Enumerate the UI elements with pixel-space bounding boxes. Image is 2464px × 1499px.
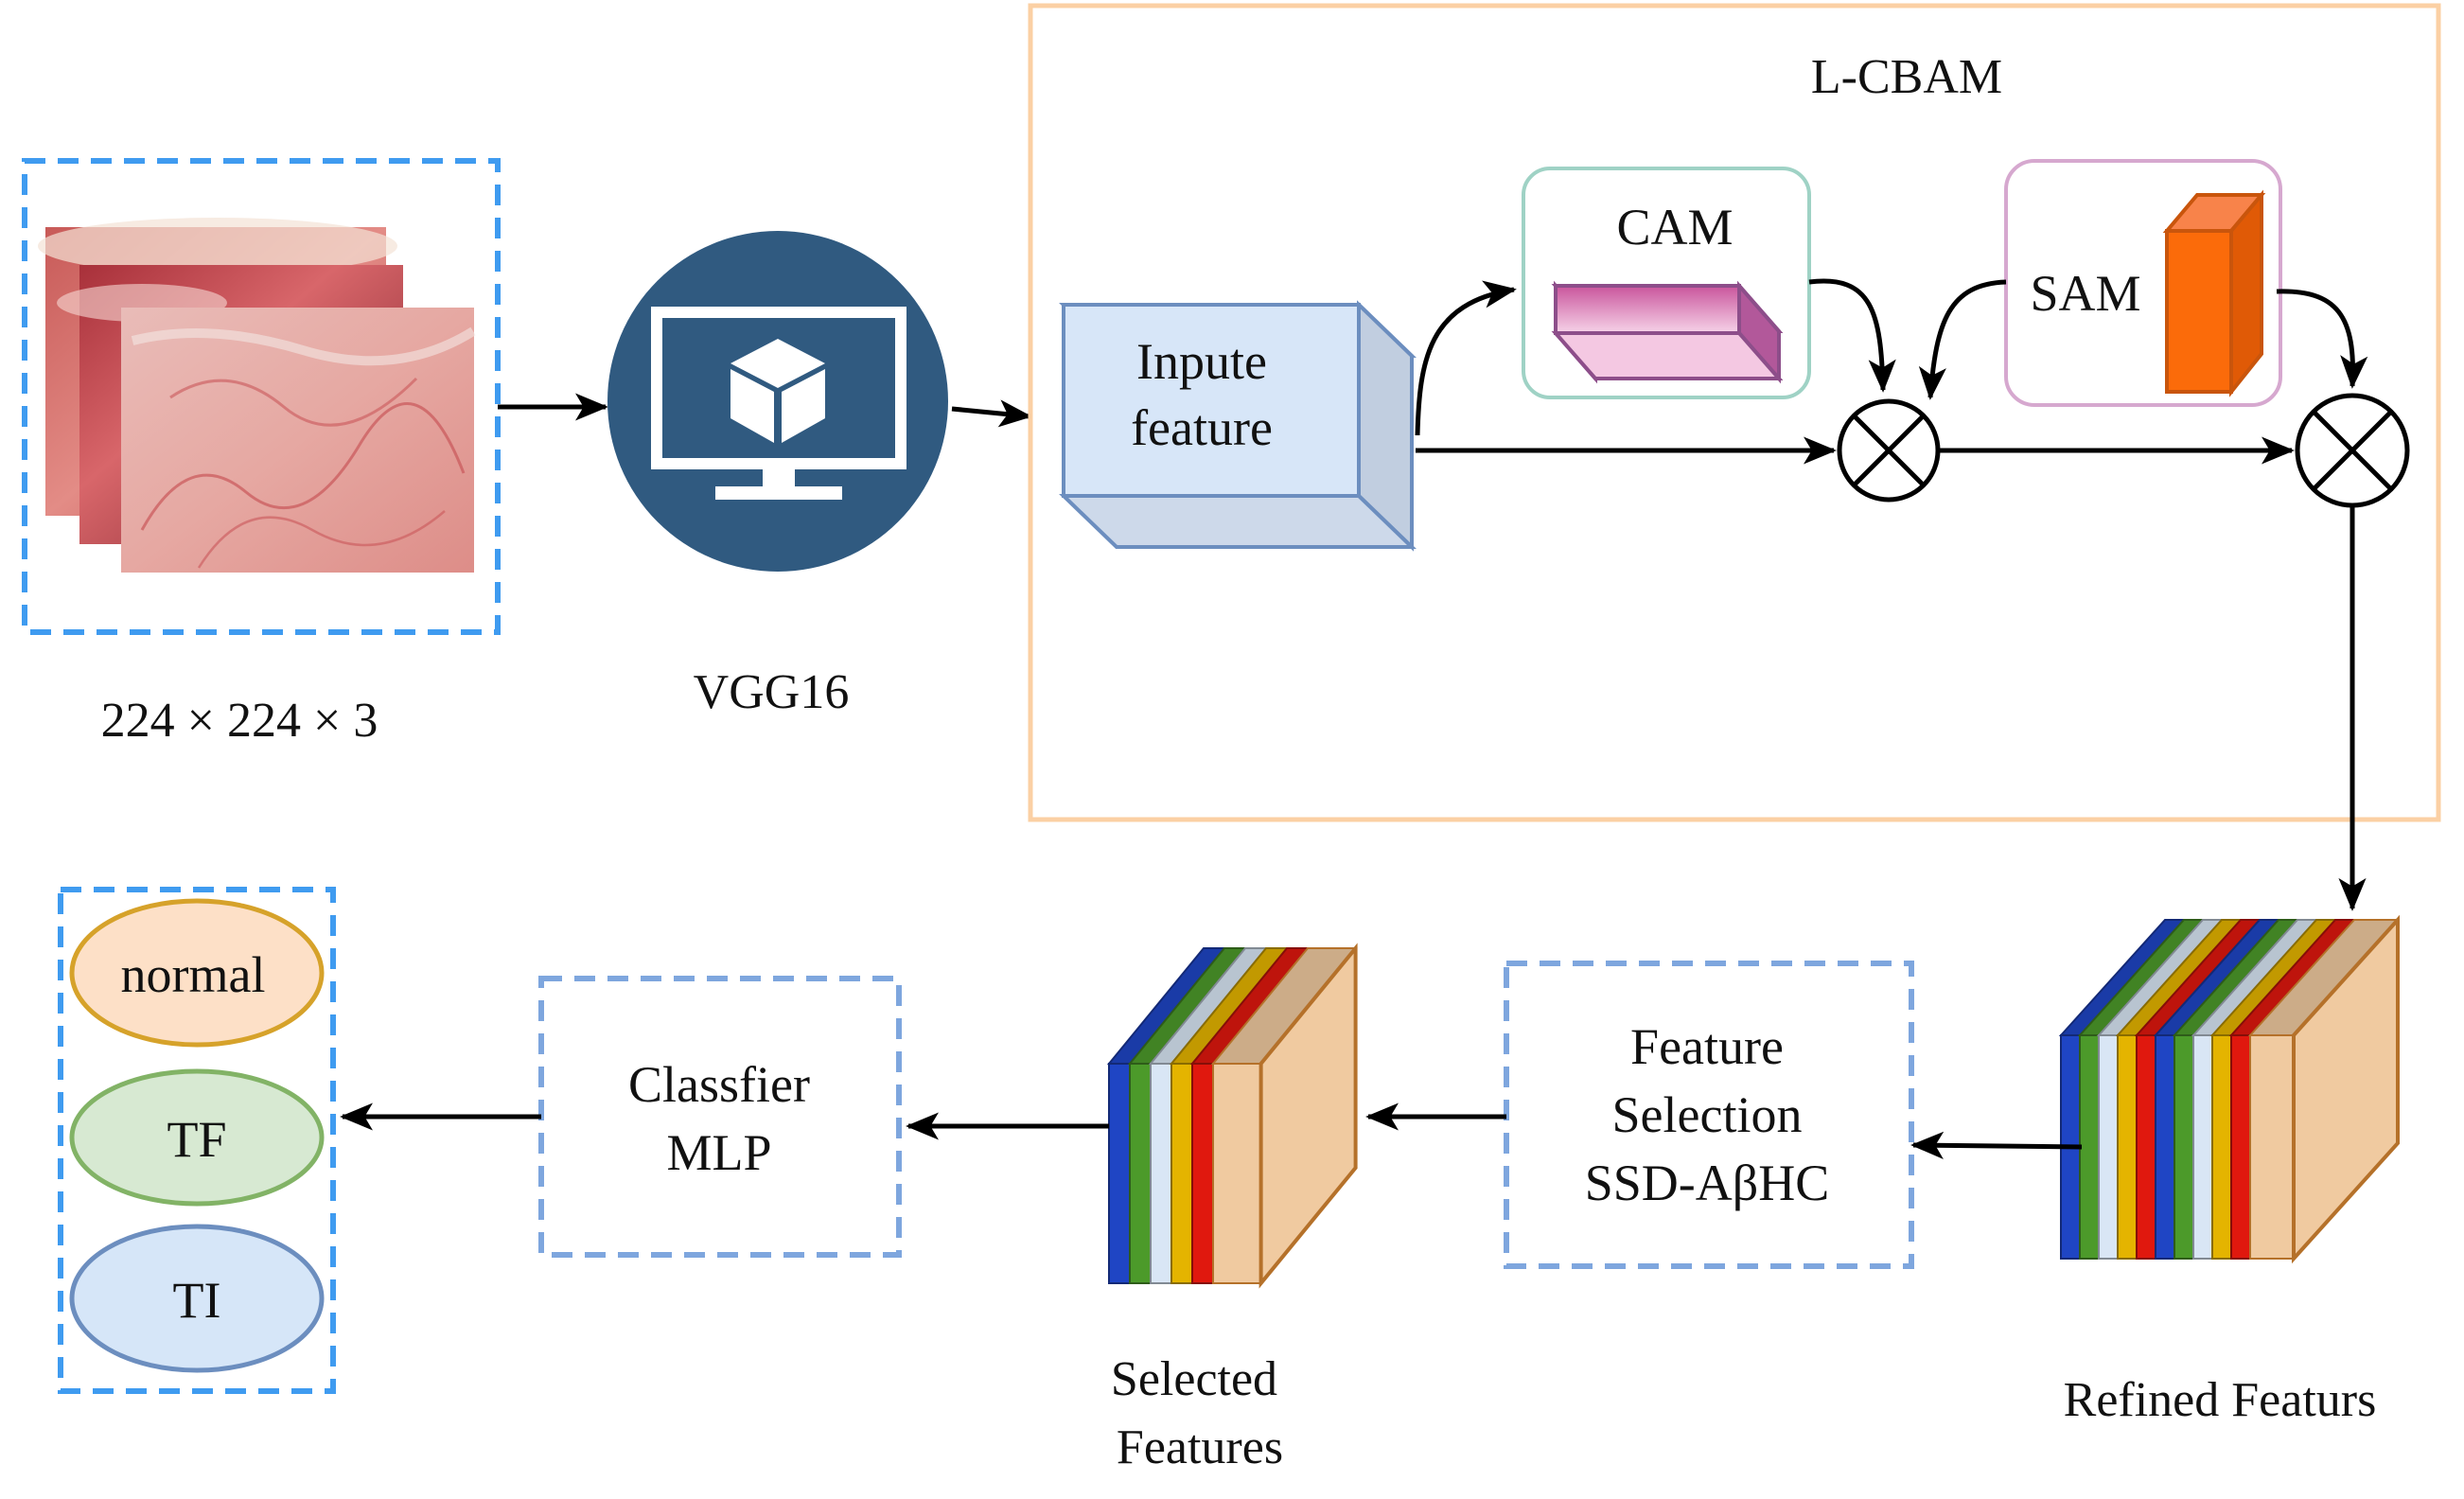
cam-feature-icon xyxy=(1551,280,1784,384)
classifier-box xyxy=(538,976,902,1258)
cube-icon xyxy=(730,339,825,443)
refined-slab-11 xyxy=(2247,914,2401,1264)
lcbam-group: L-CBAM Inpute feature CAM SAM xyxy=(1028,3,2441,822)
classifier-line2: MLP xyxy=(666,1124,771,1181)
input-dims-label: 224 × 224 × 3 xyxy=(101,694,378,748)
monitor-icon xyxy=(651,307,906,500)
output-dashed-box xyxy=(58,887,336,1394)
feature-selection-group: Feature Selection SSD-AβHC xyxy=(1504,961,1914,1269)
class-normal-label: normal xyxy=(121,946,266,1003)
selected-slab-6 xyxy=(1210,943,1358,1289)
feature-selection-line1: Feature xyxy=(1630,1018,1784,1075)
arrow-sam-to-multiply2 xyxy=(2276,289,2368,389)
sam-block: SAM xyxy=(2004,159,2282,407)
classifier-group: Classfier MLP xyxy=(538,976,902,1258)
input-images-group: 224 × 224 × 3 xyxy=(22,158,501,748)
selected-features-line1: Selected xyxy=(1111,1352,1277,1406)
input-feature-label-line1: Inpute xyxy=(1136,333,1267,390)
lcbam-box xyxy=(1028,3,2441,822)
class-ti: TI xyxy=(69,1224,325,1373)
sam-label: SAM xyxy=(2030,265,2140,322)
selected-features-line2: Features xyxy=(1117,1420,1283,1474)
refined-slab-7 xyxy=(2172,919,2300,1260)
class-tf-label: TF xyxy=(167,1111,226,1168)
class-tf: TF xyxy=(69,1068,325,1207)
vgg16-label: VGG16 xyxy=(694,665,850,719)
cam-label: CAM xyxy=(1616,199,1733,256)
classifier-line1: Classfier xyxy=(628,1056,810,1113)
arrow-refined-to-selection xyxy=(1910,1131,2083,1159)
output-classes-group: normal TF TI xyxy=(58,887,336,1394)
input-image-stack xyxy=(38,218,476,573)
class-normal: normal xyxy=(69,898,325,1048)
feature-selection-line3: SSD-AβHC xyxy=(1585,1155,1830,1211)
selected-slab-4 xyxy=(1169,947,1290,1284)
multiply-node-1 xyxy=(1837,398,1941,503)
vgg16-group: VGG16 xyxy=(607,231,948,719)
lcbam-title: L-CBAM xyxy=(1811,50,2002,104)
arrow-vgg-to-lcbam xyxy=(951,399,1032,428)
refined-slab-5 xyxy=(2134,919,2262,1260)
selected-slab-1 xyxy=(1106,947,1227,1284)
refined-slab-3 xyxy=(2096,919,2225,1260)
arrow-cam-to-multiply1 xyxy=(1808,278,1896,393)
refined-slab-2 xyxy=(2077,919,2206,1260)
multiply-node-2 xyxy=(2295,393,2410,508)
refined-features-stack xyxy=(2058,914,2401,1264)
selected-slab-3 xyxy=(1148,947,1269,1284)
sam-feature-icon xyxy=(2162,189,2266,397)
input-dashed-box xyxy=(22,158,501,635)
selected-features-stack xyxy=(1106,943,1358,1289)
input-feature-block: Inpute feature xyxy=(1059,300,1417,552)
cam-block: CAM xyxy=(1522,167,1811,399)
arrow-sam-to-multiply1 xyxy=(1918,279,2007,400)
class-ti-label: TI xyxy=(173,1272,221,1329)
arrow-feature-to-cam xyxy=(1415,280,1517,436)
refined-slab-8 xyxy=(2191,919,2319,1260)
feature-selection-line2: Selection xyxy=(1612,1086,1803,1143)
input-feature-label-line2: feature xyxy=(1131,399,1273,456)
refined-features-label: Refined Featurs xyxy=(2064,1373,2377,1427)
